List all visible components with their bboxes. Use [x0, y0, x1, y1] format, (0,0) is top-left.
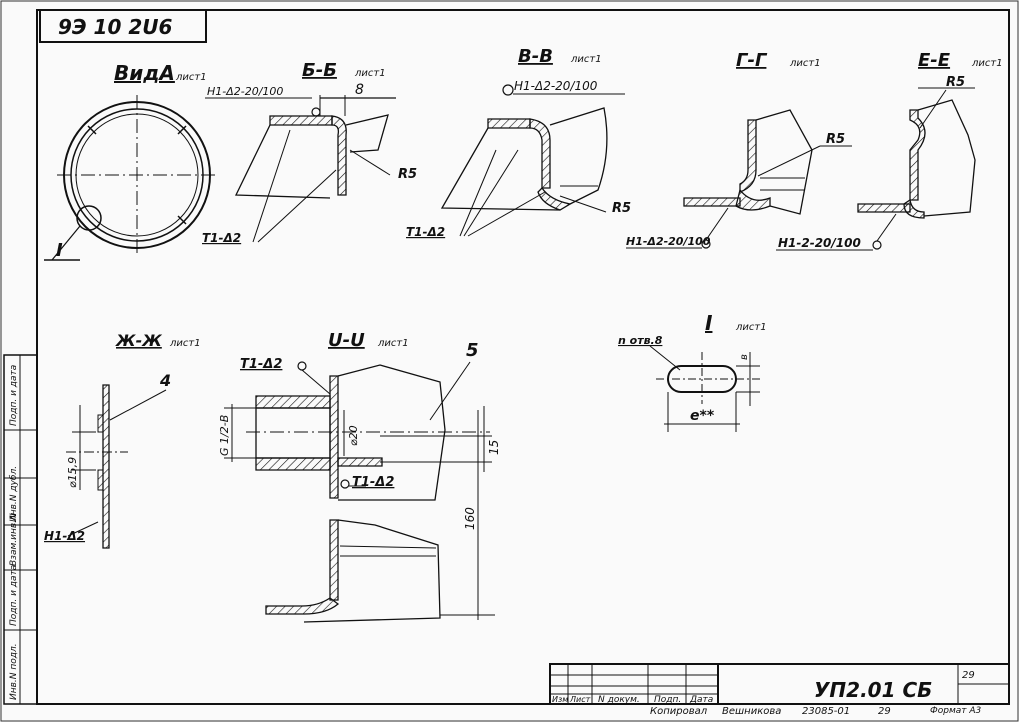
radius-r5: R5 — [946, 75, 965, 90]
radius-r5: R5 — [398, 167, 417, 182]
section-e-e: Е-Е лист1 R5 Н1-2-20/100 — [776, 50, 1003, 251]
section-v-v-title: В-В — [518, 46, 553, 67]
title-col: Изм — [552, 695, 568, 704]
view-a-sheet: лист1 — [175, 72, 207, 83]
ref-number: 23085-01 — [802, 706, 851, 717]
title-col: Дата — [689, 695, 713, 705]
section-v-v-sheet: лист1 — [570, 54, 602, 65]
section-v-v: В-В лист1 Н1-Δ2-20/100 R5 Т1-Δ2 — [406, 46, 631, 239]
sheet-number-bottom: 29 — [878, 706, 891, 717]
detail-i: I лист1 n отв.8 в е** — [618, 311, 767, 432]
section-zh-zh-title: Ж-Ж — [115, 331, 162, 350]
section-zh-zh: Ж-Ж лист1 4 ⌀15,9 Н1-Δ2 — [44, 331, 201, 549]
title-block: Изм Лист N докум. Подп. Дата УП2.01 СБ 2… — [549, 663, 1010, 705]
dim-e: е** — [690, 408, 715, 424]
dim-15: 15 — [487, 440, 501, 455]
side-strip-label: Подп. и дата — [9, 565, 19, 626]
drawing-code: УП2.01 СБ — [814, 678, 932, 702]
side-strip-label: Инв.N подл. — [9, 643, 19, 700]
copied-by: Вешникова — [722, 706, 782, 717]
section-u-u-sheet: лист1 — [377, 338, 409, 349]
weld-label: Т1-Δ2 — [352, 475, 394, 490]
weld-t1-label: Т1-Δ2 — [202, 231, 241, 245]
dim-8: 8 — [355, 82, 364, 98]
weld-t1-label: Т1-Δ2 — [406, 225, 445, 239]
section-g-g: Г-Г лист1 R5 Н1-Δ2-20/100 — [626, 50, 852, 249]
dia-label: ⌀20 — [347, 425, 360, 446]
title-col: Лист — [569, 695, 591, 704]
side-strip-label: Подп. и дата — [9, 365, 19, 426]
radius-r5: R5 — [826, 132, 845, 147]
stamp-text: 9Э 10 2U6 — [58, 15, 173, 39]
section-b-b-sheet: лист1 — [354, 68, 386, 79]
view-a-title: ВидА — [114, 61, 175, 85]
copied-label: Копировал — [650, 706, 708, 717]
section-b-b-title: Б-Б — [302, 60, 337, 81]
section-u-u-title: U-U — [328, 330, 365, 351]
section-g-g-sheet: лист1 — [789, 58, 821, 69]
weld-label: Н1-Δ2-20/100 — [207, 85, 283, 98]
side-strip: Инв.N подл. Подп. и дата Взам.инв.N Инв.… — [3, 354, 38, 705]
position-4: 4 — [159, 371, 171, 390]
section-e-e-sheet: лист1 — [971, 58, 1003, 69]
position-5: 5 — [466, 340, 479, 361]
hole-count: n отв.8 — [618, 334, 663, 347]
title-col: N докум. — [598, 695, 640, 705]
weld-label: Н1-Δ2-20/100 — [626, 235, 711, 248]
callout-i: I — [56, 240, 63, 261]
thread-label: G 1/2-В — [218, 415, 231, 456]
view-a: ВидА лист1 I — [44, 61, 217, 261]
weld-label: Н1-2-20/100 — [778, 236, 861, 250]
section-e-e-title: Е-Е — [918, 50, 951, 71]
format-label: Формат А3 — [930, 706, 982, 716]
section-u-u: U-U лист1 Т1-Δ2 5 G 1/2-В ⌀20 Т1-Δ2 15 1… — [218, 330, 501, 623]
dim-160: 160 — [463, 507, 477, 530]
side-strip-label: Инв.N дубл. — [9, 466, 19, 522]
section-g-g-title: Г-Г — [736, 50, 768, 71]
dim-b: в — [739, 354, 750, 360]
sheet-number: 29 — [962, 670, 975, 681]
section-zh-zh-sheet: лист1 — [169, 338, 201, 349]
weld-label: Т1-Δ2 — [240, 357, 282, 372]
weld-label: Н1-Δ2-20/100 — [514, 79, 598, 93]
dia-label: ⌀15,9 — [66, 457, 79, 488]
side-strip-label: Взам.инв.N — [9, 513, 19, 566]
section-b-b: Б-Б лист1 8 Н1-Δ2-20/100 R5 Т1-Δ2 — [202, 60, 417, 245]
detail-i-sheet: лист1 — [735, 322, 767, 333]
title-col: Подп. — [654, 695, 681, 705]
detail-i-title: I — [705, 311, 713, 335]
radius-r5: R5 — [612, 201, 631, 216]
weld-label: Н1-Δ2 — [44, 529, 85, 543]
stamp-box: 9Э 10 2U6 — [39, 9, 207, 43]
